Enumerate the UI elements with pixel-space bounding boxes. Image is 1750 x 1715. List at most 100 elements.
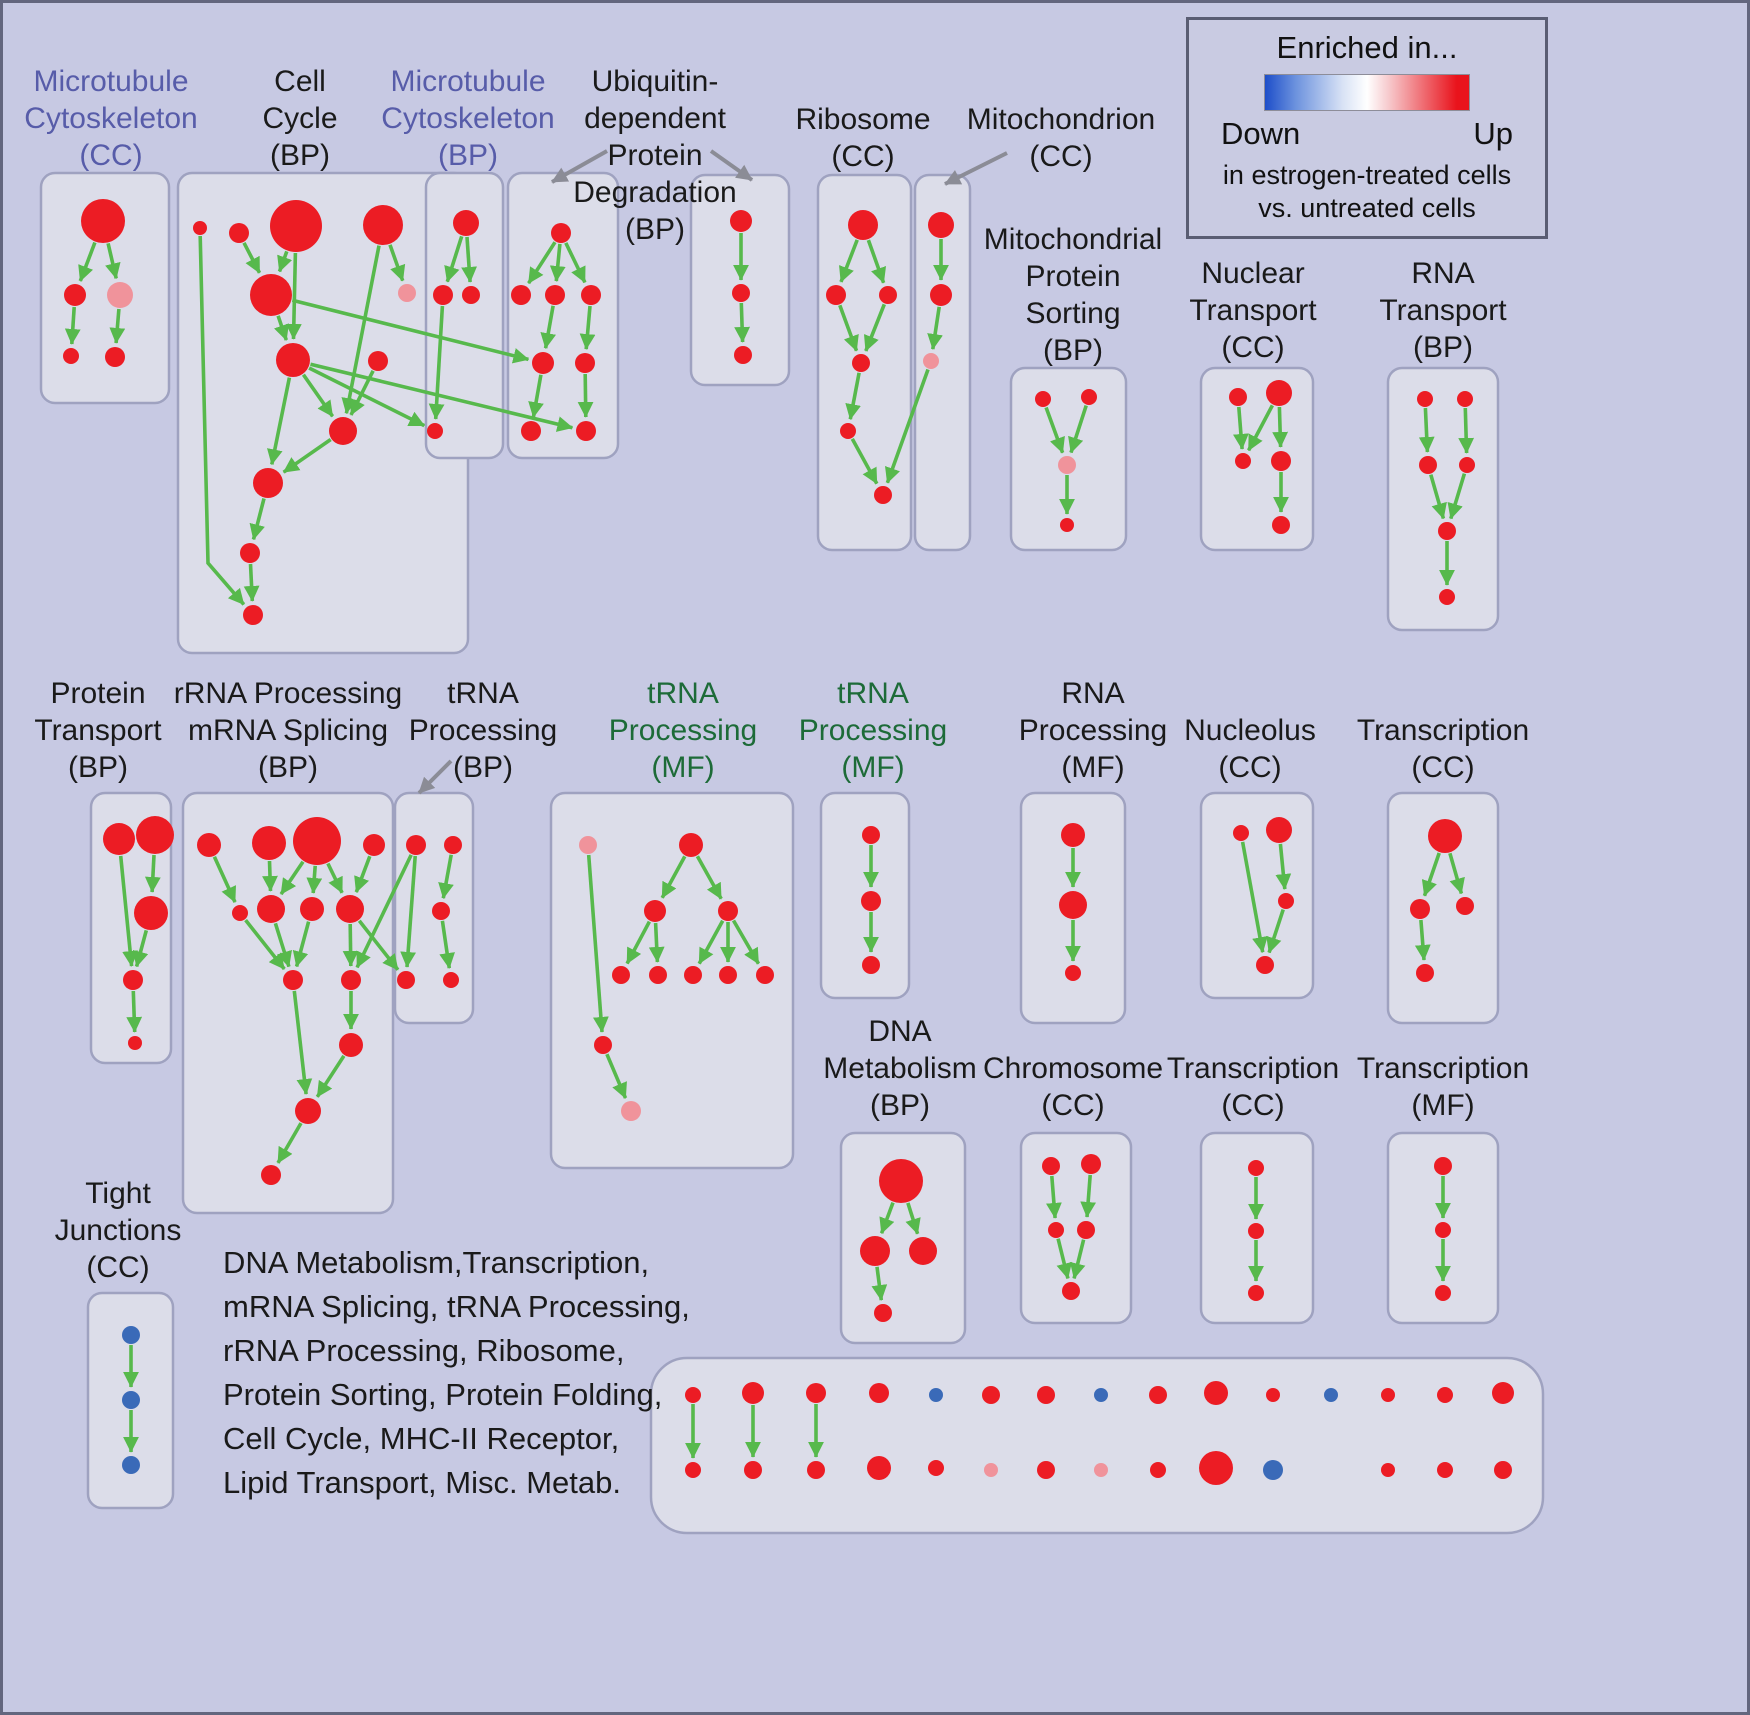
go-node-xt2: [742, 1382, 764, 1404]
legend-endpoint-labels: Down Up: [1221, 116, 1513, 152]
edge-b7-c4: [308, 366, 426, 428]
go-node-g2: [930, 284, 952, 306]
edge-b3-b5: [277, 250, 293, 273]
go-node-v1: [1248, 1160, 1264, 1176]
edge-t1-t2: [879, 1201, 895, 1234]
edge-f3-f4: [863, 303, 886, 352]
edge-u1-u3: [1046, 1175, 1062, 1219]
go-node-o1: [862, 826, 880, 844]
edge-l9-l12: [292, 990, 313, 1095]
cluster-box-protein-transport: [89, 791, 173, 1065]
edge-c1-c3: [461, 236, 477, 283]
go-node-xb7: [1037, 1461, 1055, 1479]
go-node-xt13: [1381, 1388, 1395, 1402]
legend-subtitle-line1: in estrogen-treated cells: [1222, 160, 1512, 190]
edge-d1-d3: [549, 243, 566, 282]
go-node-n1: [579, 836, 597, 854]
cluster-box-nuclear-transport: [1199, 366, 1315, 552]
go-node-f2: [826, 285, 846, 305]
go-node-j1: [1417, 391, 1433, 407]
cluster-box-transcription-cc-1: [1386, 791, 1500, 1025]
go-node-b10: [253, 468, 283, 498]
edge-d3-d5: [540, 305, 557, 349]
edge-f1-f3: [866, 239, 887, 284]
go-node-r4: [1416, 964, 1434, 982]
go-node-u3: [1048, 1222, 1064, 1238]
go-node-m1: [406, 835, 426, 855]
edge-i2-i4: [1272, 406, 1289, 448]
go-node-p2: [1059, 891, 1087, 919]
go-node-n6: [649, 966, 667, 984]
go-node-m4: [397, 971, 415, 989]
go-node-l6: [257, 895, 285, 923]
go-node-j3: [1419, 456, 1437, 474]
go-node-l3: [293, 817, 341, 865]
go-node-xt1: [685, 1387, 701, 1403]
edge-l4-l8: [354, 855, 372, 893]
cluster-box-mitochondrion: [913, 173, 972, 552]
label-pointer-arrow-3: [944, 151, 1008, 186]
edge-r1-r2: [1421, 852, 1441, 897]
go-node-b4: [363, 205, 403, 245]
edge-d6-d8: [577, 373, 594, 418]
go-node-d1: [551, 223, 571, 243]
edge-l11-l12: [315, 1054, 346, 1098]
go-node-xt10: [1204, 1381, 1228, 1405]
go-node-v3: [1248, 1285, 1264, 1301]
go-node-n3: [644, 900, 666, 922]
edge-a1-a2: [78, 241, 97, 282]
edge-k3-k4: [132, 929, 149, 968]
go-node-b11: [240, 543, 260, 563]
go-node-l13: [261, 1165, 281, 1185]
edge-t2-t4: [871, 1266, 888, 1301]
go-node-a1: [81, 199, 125, 243]
go-node-v2: [1248, 1223, 1264, 1239]
go-node-n7: [684, 966, 702, 984]
go-node-xt3: [806, 1383, 826, 1403]
go-node-i4: [1271, 451, 1291, 471]
go-node-u2: [1081, 1154, 1101, 1174]
go-node-j4: [1459, 457, 1475, 473]
go-node-xb15: [1494, 1461, 1512, 1479]
go-node-f4: [852, 354, 870, 372]
go-node-m5: [443, 972, 459, 988]
edge-b9-b10: [282, 438, 332, 474]
edge-l1-l5: [212, 856, 237, 903]
go-node-g3: [923, 353, 939, 369]
edge-h2-h3: [1068, 405, 1088, 454]
cluster-box-chromosome: [1019, 1131, 1133, 1325]
go-node-b3: [270, 200, 322, 252]
go-node-r1: [1428, 819, 1462, 853]
edge-l3-l8: [326, 862, 344, 894]
go-node-xb6: [984, 1463, 998, 1477]
edge-d5-d7: [528, 374, 544, 418]
edge-j3-j5: [1429, 474, 1447, 520]
edge-f1-f2: [839, 239, 859, 283]
go-node-l5: [232, 905, 248, 921]
go-node-b8: [368, 351, 388, 371]
go-node-s3: [122, 1456, 140, 1474]
edge-a2-a4: [64, 306, 81, 345]
go-node-u4: [1077, 1221, 1095, 1239]
edge-b5-d5: [291, 298, 530, 364]
go-node-t3: [909, 1237, 937, 1265]
go-node-f1: [848, 210, 878, 240]
edge-g2-g3: [927, 306, 943, 350]
edge-n3-n5: [625, 920, 651, 965]
legend-title: Enriched in...: [1276, 30, 1458, 65]
nodes-layer: [63, 199, 1514, 1485]
go-node-w3: [1435, 1285, 1451, 1301]
go-node-f3: [879, 286, 897, 304]
edge-a3-a5: [109, 308, 126, 344]
pointer-arrows-layer: [417, 149, 1008, 795]
legend-gradient-bar: [1264, 74, 1470, 111]
go-node-s2: [122, 1391, 140, 1409]
edge-b7-b9: [301, 373, 335, 418]
go-node-xb1: [685, 1462, 701, 1478]
edge-e2-e3: [734, 302, 751, 343]
edge-m3-m5: [439, 920, 455, 969]
edge-n2-n3: [660, 855, 687, 899]
go-node-n2: [679, 833, 703, 857]
go-node-l1: [197, 833, 221, 857]
